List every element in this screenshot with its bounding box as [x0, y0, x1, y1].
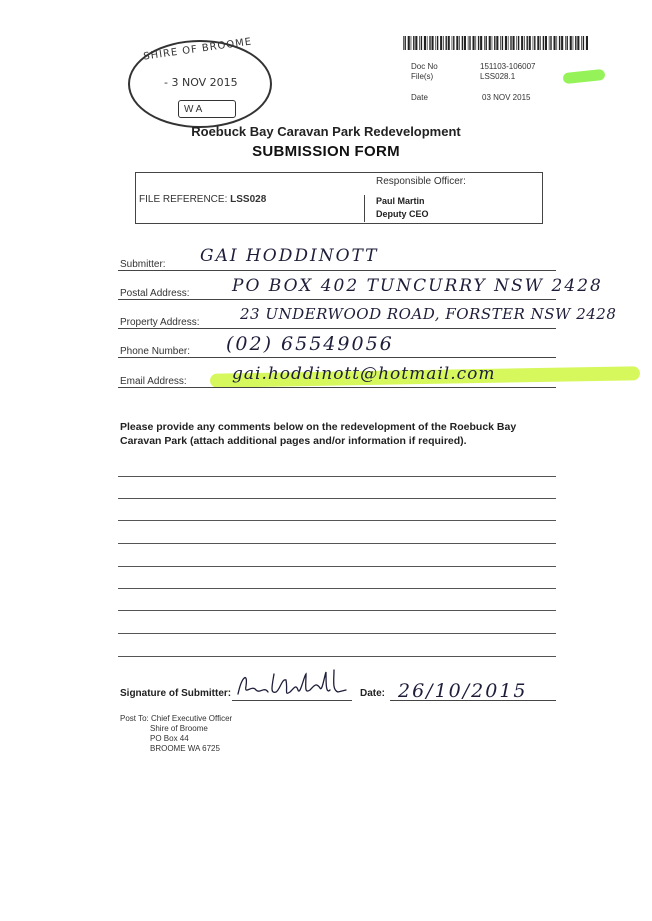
- doc-no-value: 151103-106007: [480, 62, 536, 71]
- property-address-value[interactable]: 23 UNDERWOOD ROAD, FORSTER NSW 2428: [240, 305, 617, 323]
- reference-divider: [364, 195, 365, 222]
- comment-line[interactable]: [118, 566, 556, 567]
- postal-address-line: [118, 299, 556, 300]
- email-address-line: [118, 387, 556, 388]
- postal-address-value[interactable]: PO BOX 402 TUNCURRY NSW 2428: [232, 276, 603, 296]
- post-to-town: BROOME WA 6725: [150, 744, 220, 753]
- responsible-officer-label: Responsible Officer:: [376, 176, 466, 187]
- received-stamp: [128, 40, 272, 128]
- signature-line: [232, 700, 352, 701]
- phone-number-label: Phone Number:: [120, 346, 191, 357]
- comment-line[interactable]: [118, 656, 556, 657]
- submitter-label: Submitter:: [120, 259, 166, 270]
- stamp-date: - 3 NOV 2015: [164, 76, 238, 89]
- comment-line[interactable]: [118, 498, 556, 499]
- file-value: LSS028.1: [480, 72, 516, 81]
- stamp-state-box: [178, 100, 236, 118]
- comments-instructions: Please provide any comments below on the…: [120, 421, 517, 447]
- comment-line[interactable]: [118, 633, 556, 634]
- officer-name: Paul Martin: [376, 196, 425, 206]
- signature-label: Signature of Submitter:: [120, 688, 232, 699]
- highlighter-mark: [562, 68, 606, 85]
- doc-no-label: Doc No: [411, 62, 438, 71]
- file-reference-value: LSS028: [230, 194, 267, 205]
- reference-box: [135, 172, 543, 224]
- file-label: File(s): [411, 72, 434, 81]
- submitter-value[interactable]: GAI HODDINOTT: [200, 246, 379, 266]
- officer-title: Deputy CEO: [376, 209, 429, 219]
- signature-date-value[interactable]: 26/10/2015: [398, 680, 528, 702]
- email-address-value[interactable]: gai.hoddinott@hotmail.com: [232, 364, 496, 384]
- submitter-line: [118, 270, 556, 271]
- email-address-label: Email Address:: [120, 376, 187, 387]
- doc-date-label: Date: [411, 93, 428, 102]
- comment-line[interactable]: [118, 610, 556, 611]
- post-to-shire: Shire of Broome: [150, 724, 208, 733]
- form-title: Roebuck Bay Caravan Park Redevelopment: [191, 124, 461, 139]
- date-line: [390, 700, 556, 701]
- comment-line[interactable]: [118, 520, 556, 521]
- file-reference-label: FILE REFERENCE:: [139, 194, 228, 205]
- form-subtitle: SUBMISSION FORM: [252, 143, 400, 160]
- phone-number-value[interactable]: (02) 65549056: [226, 333, 394, 355]
- date-label: Date:: [360, 688, 386, 699]
- comment-line[interactable]: [118, 476, 556, 477]
- comment-line[interactable]: [118, 543, 556, 544]
- barcode: [403, 36, 588, 50]
- postal-address-label: Postal Address:: [120, 288, 190, 299]
- post-to-line: Post To: Chief Executive Officer: [120, 714, 233, 723]
- comment-line[interactable]: [118, 588, 556, 589]
- signature-image: [237, 669, 347, 695]
- phone-number-line: [118, 357, 556, 358]
- property-address-line: [118, 328, 556, 329]
- stamp-state: W A: [184, 104, 203, 115]
- post-to-pobox: PO Box 44: [150, 734, 189, 743]
- post-to-address: Shire of Broome PO Box 44 BROOME WA 6725: [150, 724, 220, 754]
- property-address-label: Property Address:: [120, 317, 200, 328]
- file-reference: FILE REFERENCE: LSS028: [139, 194, 266, 205]
- doc-date-value: 03 NOV 2015: [482, 93, 531, 102]
